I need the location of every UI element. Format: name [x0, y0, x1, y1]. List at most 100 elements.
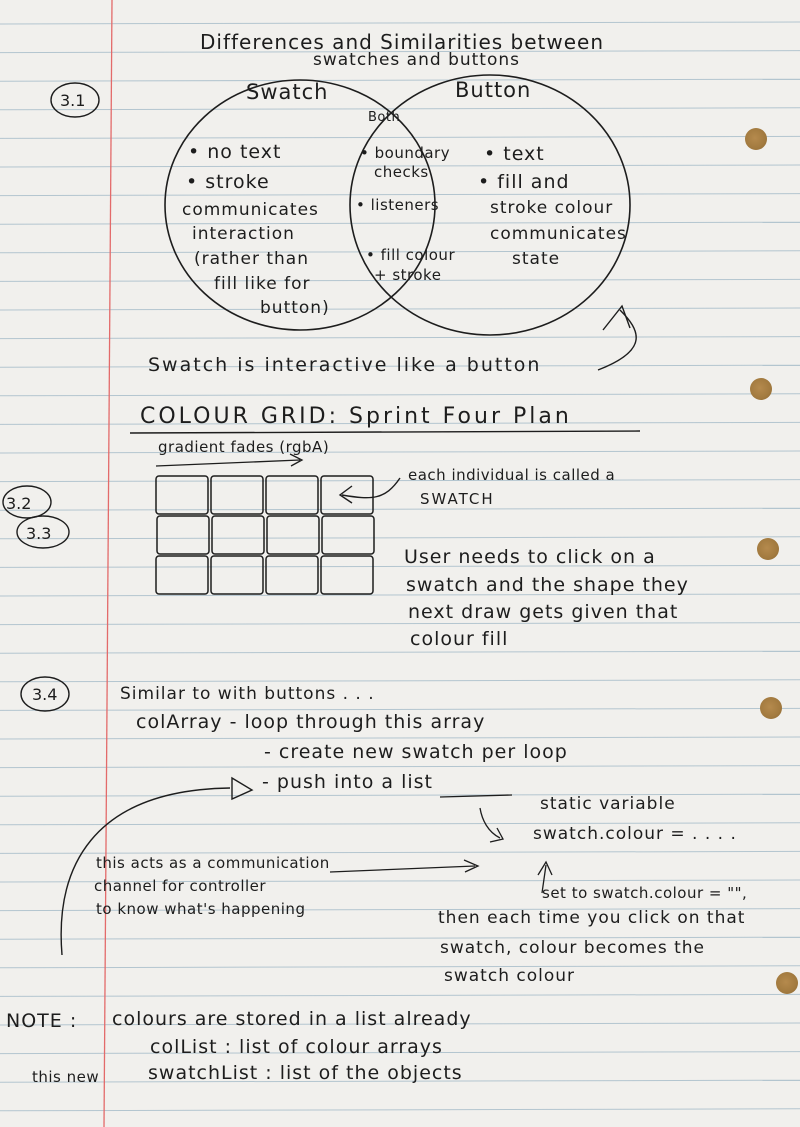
venn-overlap-item: • listeners	[356, 196, 440, 214]
list-underline	[439, 794, 513, 798]
note-prefix: NOTE :	[6, 1010, 78, 1032]
set-note-line: set to swatch.colour = "",	[542, 884, 748, 902]
swatch-note-line2: SWATCH	[420, 490, 495, 508]
heading-underline	[129, 430, 641, 434]
swatch-cell	[265, 475, 319, 515]
ruled-line	[0, 450, 800, 454]
label-circle-3-4	[20, 676, 70, 712]
venn-right-item: • text	[484, 143, 545, 165]
ruled-line	[0, 936, 800, 940]
ruled-line	[0, 908, 800, 912]
ruled-line	[0, 336, 800, 340]
venn-left-item: • no text	[188, 141, 282, 163]
punch-hole	[750, 378, 772, 400]
ruled-line	[0, 993, 800, 997]
punch-hole	[760, 697, 782, 719]
ruled-line	[0, 364, 800, 368]
loop-line: - push into a list	[262, 771, 434, 793]
channel-arrow-line	[329, 865, 476, 873]
ruled-line	[0, 107, 800, 111]
punch-hole	[757, 538, 779, 560]
grid-label-3-2: 3.2	[6, 494, 32, 513]
ruled-line	[0, 307, 800, 311]
swatch-grid	[155, 475, 375, 595]
venn-left-circle	[164, 79, 436, 331]
grid-heading: COLOUR GRID: Sprint Four Plan	[140, 404, 572, 429]
loop-label: 3.4	[32, 685, 58, 704]
user-note-line: swatch and the shape they	[406, 574, 689, 596]
venn-overlap-item: + stroke	[374, 266, 442, 284]
swatch-note-line1: each individual is called a	[408, 466, 616, 484]
label-circle-3-1	[50, 82, 100, 118]
ruled-line	[0, 850, 800, 854]
ruled-line	[0, 221, 800, 225]
static-note-line: static variable	[540, 794, 676, 814]
ruled-line	[0, 193, 800, 197]
ruled-line	[0, 822, 800, 826]
swatch-cell	[155, 475, 209, 515]
venn-left-item: • stroke	[186, 171, 270, 193]
ruled-line	[0, 78, 800, 82]
ruled-line	[0, 736, 800, 740]
ruled-line	[0, 1051, 800, 1055]
user-note-line: User needs to click on a	[404, 546, 656, 568]
gradient-arrow-head	[289, 453, 304, 467]
arrow-to-button	[597, 309, 637, 371]
ruled-line	[0, 278, 800, 282]
ruled-line	[0, 564, 800, 568]
page-title-line1: Differences and Similarities between	[200, 30, 605, 54]
venn-overlap-item: checks	[374, 163, 429, 181]
venn-right-item: state	[512, 249, 561, 269]
venn-right-title: Button	[455, 78, 532, 102]
swatch-cell	[266, 515, 320, 555]
ruled-line	[0, 650, 800, 654]
arrow-head	[602, 304, 631, 331]
note-line3-prefix: this new	[32, 1068, 100, 1086]
swatch-cell	[321, 515, 375, 555]
swatch-note-arrow	[341, 477, 401, 499]
label-circle-3-2	[2, 485, 52, 519]
ruled-line	[0, 679, 800, 683]
list-down-arrowhead	[489, 827, 504, 843]
venn-right-item: stroke colour	[490, 198, 614, 218]
venn-left-item: fill like for	[214, 274, 311, 294]
venn-overlap-item: • boundary	[360, 144, 451, 162]
ruled-line	[0, 793, 800, 797]
venn-label: 3.1	[60, 91, 86, 110]
venn-left-item: interaction	[192, 224, 295, 244]
ruled-line	[0, 1108, 800, 1112]
note-line3: swatchList : list of the objects	[148, 1062, 463, 1084]
swatch-cell	[156, 515, 210, 555]
ruled-lines	[0, 21, 800, 1112]
swatch-cell	[211, 515, 265, 555]
gradient-arrow-line	[155, 459, 301, 467]
swatch-note-arrowhead	[338, 485, 353, 504]
ruled-line	[0, 1022, 800, 1026]
ruled-line	[0, 421, 800, 425]
ruled-line	[0, 1079, 800, 1083]
gradient-note: gradient fades (rgbA)	[158, 438, 330, 456]
swatch-cell	[210, 475, 264, 515]
ruled-line	[0, 250, 800, 254]
user-note-line: colour fill	[410, 628, 509, 650]
note-line2: colList : list of colour arrays	[150, 1036, 443, 1058]
swatch-cell	[265, 555, 319, 595]
ruled-line	[0, 622, 800, 626]
venn-right-item: • fill and	[478, 171, 570, 193]
grid-label-3-3: 3.3	[26, 524, 52, 543]
venn-overlap-item: • fill colour	[366, 246, 456, 264]
ruled-line	[0, 593, 800, 597]
ruled-line	[0, 393, 800, 397]
venn-caption: Swatch is interactive like a button	[148, 354, 542, 376]
venn-left-title: Swatch	[246, 80, 329, 104]
swatch-cell	[155, 555, 209, 595]
user-note-line: next draw gets given that	[408, 601, 679, 623]
ruled-line	[0, 707, 800, 711]
channel-note-line: to know what's happening	[96, 900, 306, 918]
ruled-line	[0, 135, 800, 139]
ruled-line	[0, 50, 800, 54]
swatch-cell	[210, 555, 264, 595]
venn-overlap-title: Both	[368, 110, 401, 125]
static-note-line: swatch.colour = . . . .	[533, 824, 737, 844]
venn-right-item: communicates	[490, 224, 627, 244]
